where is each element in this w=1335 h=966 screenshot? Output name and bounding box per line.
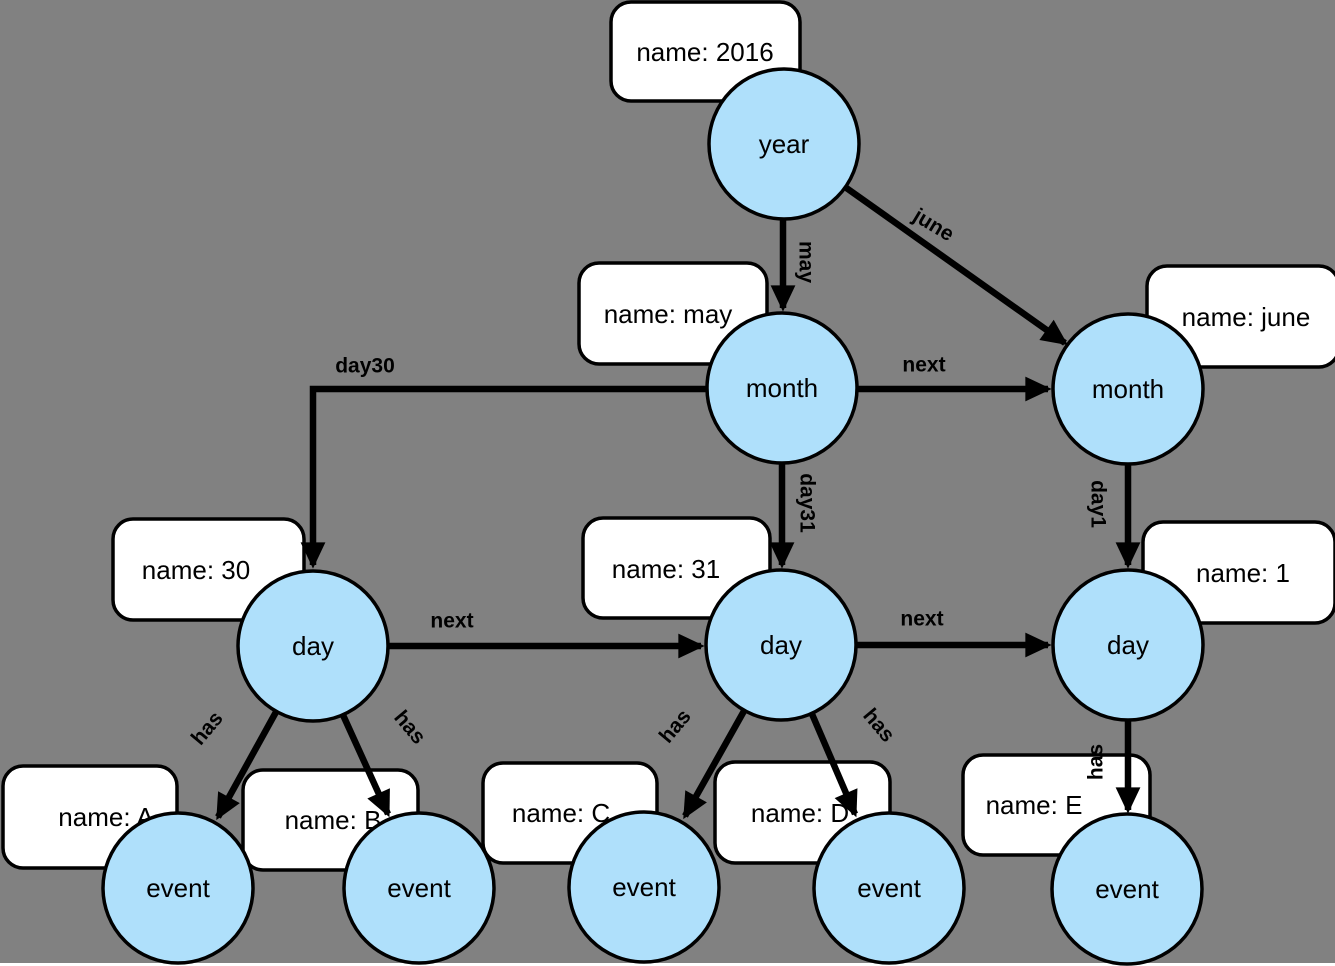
edge-day31: day31 — [769, 464, 818, 569]
node-label-event: event — [857, 873, 921, 903]
node-day-1: day — [1051, 568, 1205, 722]
property-box-label: name: may — [604, 299, 733, 329]
edge-label-may: may — [794, 241, 817, 283]
property-box-label: name: 1 — [1196, 558, 1290, 588]
node-event-a: event — [101, 811, 255, 965]
property-box-day-31: name: 31 — [581, 516, 772, 620]
edge-may: may — [770, 219, 817, 312]
property-box-label: name: B — [285, 805, 382, 835]
node-event-c: event — [567, 810, 721, 964]
node-label-month: month — [1092, 374, 1164, 404]
node-day-31: day — [704, 568, 858, 722]
property-box-label: name: 2016 — [636, 37, 773, 67]
property-box-month-june: name: june — [1145, 264, 1335, 369]
node-month-june: month — [1051, 312, 1205, 466]
property-box-label: name: 30 — [142, 555, 250, 585]
property-box-month-may: name: may — [577, 261, 769, 366]
property-box-label: name: C — [512, 798, 610, 828]
edge-label-day31: day31 — [795, 473, 818, 533]
node-month-may: month — [705, 311, 859, 465]
property-box-label: name: 31 — [612, 554, 720, 584]
edge-day1: day1 — [1086, 465, 1141, 569]
node-day-30: day — [236, 569, 390, 723]
edge-day30: day30 — [300, 355, 706, 569]
node-label-month: month — [746, 373, 818, 403]
node-label-event: event — [387, 873, 451, 903]
node-label-day: day — [1107, 630, 1149, 660]
edge-label-day1: day1 — [1086, 480, 1109, 528]
edge-has-e: has — [1085, 720, 1141, 814]
edge-label-next: next — [902, 354, 945, 377]
node-event-e: event — [1050, 812, 1204, 966]
edge-next-month: next — [858, 354, 1052, 402]
node-year: year — [707, 67, 861, 221]
nodes: year month month day day day event even — [101, 67, 1205, 966]
node-label-year: year — [759, 129, 810, 159]
property-box-label: name: june — [1182, 302, 1311, 332]
node-event-b: event — [342, 811, 496, 965]
edge-label-next: next — [430, 610, 473, 633]
property-box-label: name: D — [751, 798, 849, 828]
node-label-event: event — [612, 872, 676, 902]
property-box-day-30: name: 30 — [111, 517, 306, 622]
node-label-event: event — [146, 873, 210, 903]
edge-label-has: has — [1085, 744, 1108, 780]
node-label-day: day — [760, 630, 802, 660]
node-label-event: event — [1095, 874, 1159, 904]
edge-next-day-31-1: next — [857, 608, 1052, 658]
property-box-label: name: E — [986, 790, 1083, 820]
node-event-d: event — [812, 811, 966, 965]
edge-label-day30: day30 — [335, 355, 395, 378]
edge-next-day-30-31: next — [389, 610, 705, 659]
edge-label-next: next — [900, 608, 943, 631]
node-label-day: day — [292, 631, 334, 661]
bottom-edge-strip — [0, 963, 1335, 966]
